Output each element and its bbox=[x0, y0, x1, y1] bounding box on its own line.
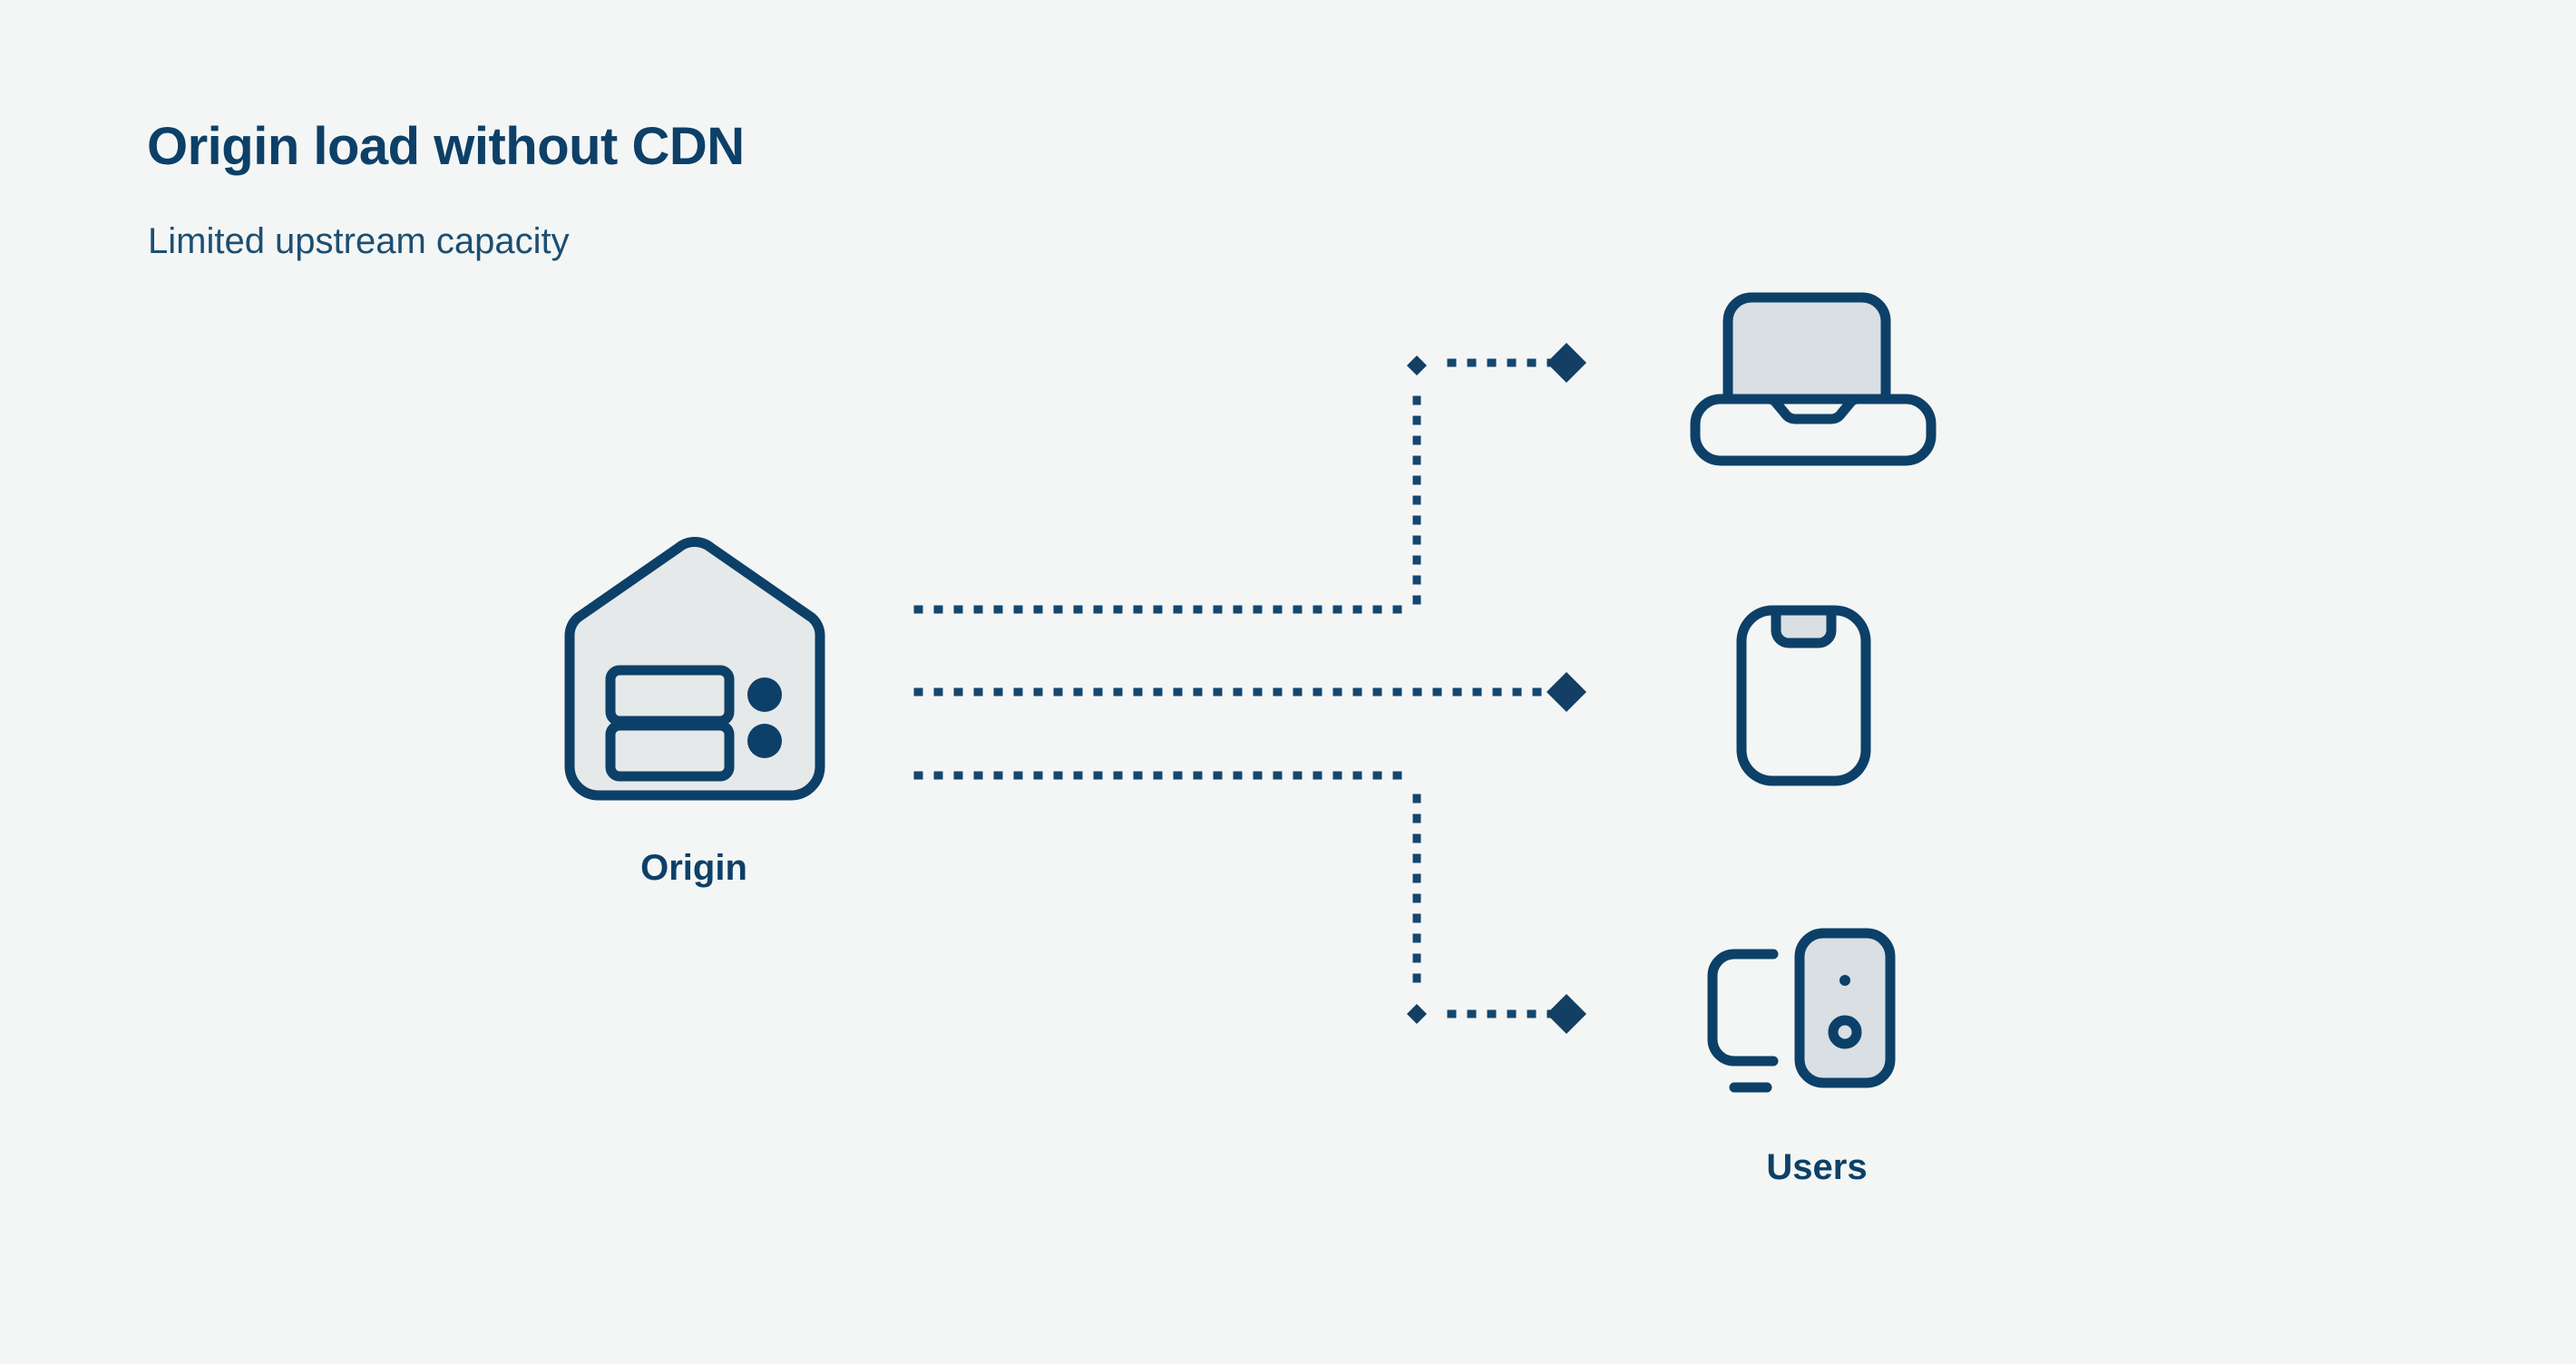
tablet-camera-dot bbox=[1839, 975, 1850, 986]
phone-notch bbox=[1771, 605, 1837, 648]
origin-server-house-icon[interactable] bbox=[564, 537, 825, 801]
endpoint-diamond-laptop bbox=[1547, 343, 1586, 383]
page-title: Origin load without CDN bbox=[147, 117, 745, 176]
tablet-body bbox=[1794, 928, 1896, 1088]
monitor-bracket bbox=[1707, 949, 1779, 1067]
server-bay-bottom bbox=[605, 720, 735, 782]
users-label: Users bbox=[1766, 1147, 1868, 1187]
devices-icon[interactable] bbox=[1707, 928, 1896, 1093]
tablet-home-button bbox=[1828, 1015, 1862, 1049]
page-subtitle: Limited upstream capacity bbox=[148, 221, 570, 261]
endpoint-diamond-phone bbox=[1547, 672, 1586, 712]
laptop-icon[interactable] bbox=[1690, 292, 1937, 466]
server-light-top bbox=[747, 677, 782, 712]
connector-bottom bbox=[913, 771, 1560, 1024]
origin-label: Origin bbox=[640, 848, 747, 888]
server-light-bottom bbox=[747, 724, 782, 758]
corner-marker-top bbox=[1407, 356, 1427, 375]
phone-icon[interactable] bbox=[1736, 605, 1871, 786]
corner-marker-bottom bbox=[1407, 1004, 1427, 1024]
connector-top bbox=[913, 356, 1560, 614]
endpoint-diamond-devices bbox=[1547, 994, 1586, 1034]
